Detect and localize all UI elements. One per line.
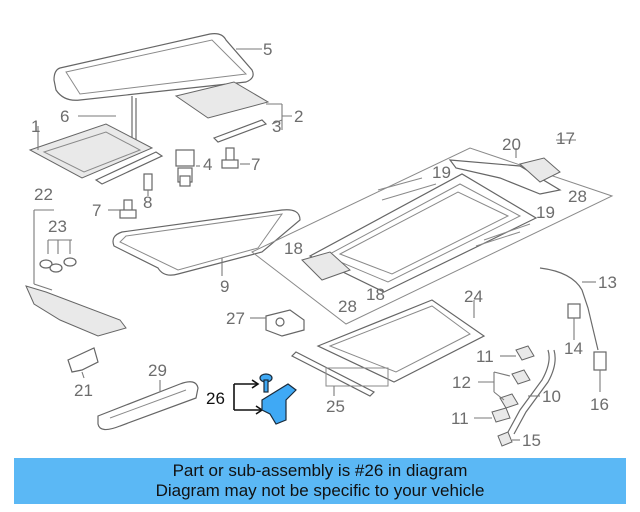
part-22-shade-mesh xyxy=(25,285,127,337)
callout-1: 1 xyxy=(31,117,40,136)
part-23-clips xyxy=(39,239,77,273)
part-24-shade-roller xyxy=(316,299,486,383)
part-4-bracket xyxy=(175,149,195,187)
callout-28-lower: 28 xyxy=(338,297,357,316)
callout-6: 6 xyxy=(60,107,69,126)
part-2-panel xyxy=(174,81,270,119)
part-11-clip-lower xyxy=(491,407,511,423)
part-29-trim xyxy=(97,381,199,431)
callout-2: 2 xyxy=(294,107,303,126)
part-1-sunshade xyxy=(28,123,164,185)
part-16-grommet xyxy=(593,351,607,371)
callout-23: 23 xyxy=(48,217,67,236)
part-7-bolt-upper xyxy=(221,147,239,169)
callout-12: 12 xyxy=(452,373,471,392)
callout-11-lower: 11 xyxy=(451,409,469,428)
callout-7-lower: 7 xyxy=(92,201,101,220)
banner-line-1: Part or sub-assembly is #26 in diagram xyxy=(172,461,468,480)
part-7-bolt-lower xyxy=(119,199,137,219)
callout-4: 4 xyxy=(203,155,212,174)
callout-13: 13 xyxy=(598,273,617,292)
callout-7-upper: 7 xyxy=(251,155,260,174)
exploded-parts-diagram: 1 2 3 4 5 6 7 7 8 9 10 11 11 12 13 14 15… xyxy=(25,33,617,450)
callout-26: 26 xyxy=(206,389,225,408)
callout-27: 27 xyxy=(226,309,245,328)
callout-18-lower: 18 xyxy=(366,285,385,304)
part-25-bar xyxy=(290,351,389,397)
callout-29: 29 xyxy=(148,361,167,380)
callout-16: 16 xyxy=(590,395,609,414)
callout-9: 9 xyxy=(220,277,229,296)
callout-11-upper: 11 xyxy=(476,347,494,366)
part-9-frame-seal xyxy=(112,209,301,276)
part-8-guide xyxy=(143,173,153,196)
part-3-strip xyxy=(212,119,268,143)
callout-labels: 1 2 3 4 5 6 7 7 8 9 10 11 11 12 13 14 15… xyxy=(31,40,617,450)
part-21-bracket xyxy=(67,347,99,373)
banner-line-2: Diagram may not be specific to your vehi… xyxy=(155,481,485,500)
part-12-clips xyxy=(499,369,531,409)
callout-21: 21 xyxy=(74,381,93,400)
part-14-clip xyxy=(567,303,581,319)
part-22-rail xyxy=(33,209,54,291)
callout-28-upper: 28 xyxy=(568,187,587,206)
callout-8: 8 xyxy=(143,193,152,212)
callout-15: 15 xyxy=(522,431,541,450)
part-27-motor xyxy=(265,309,305,337)
part-17-sunroof-frame xyxy=(251,147,614,325)
callout-20: 20 xyxy=(502,135,521,154)
callout-5: 5 xyxy=(263,40,272,59)
callout-19-lower: 19 xyxy=(536,203,555,222)
callout-18-upper: 18 xyxy=(284,239,303,258)
part-15-hose-end xyxy=(497,431,513,447)
callout-24: 24 xyxy=(464,287,483,306)
callout-3: 3 xyxy=(272,117,281,136)
callout-17: 17 xyxy=(556,129,575,148)
part-10-drain-hose xyxy=(507,349,556,435)
part-13-cable xyxy=(539,267,599,351)
callout-10: 10 xyxy=(542,387,561,406)
part-5-glass-panel xyxy=(53,33,254,101)
callout-14: 14 xyxy=(564,339,583,358)
info-banner: Part or sub-assembly is #26 in diagram D… xyxy=(14,458,626,504)
part-26-screw-and-bracket xyxy=(233,373,297,425)
callout-22: 22 xyxy=(34,185,53,204)
part-11-clip-upper xyxy=(515,345,535,361)
callout-19-upper: 19 xyxy=(432,163,451,182)
callout-25: 25 xyxy=(326,397,345,416)
